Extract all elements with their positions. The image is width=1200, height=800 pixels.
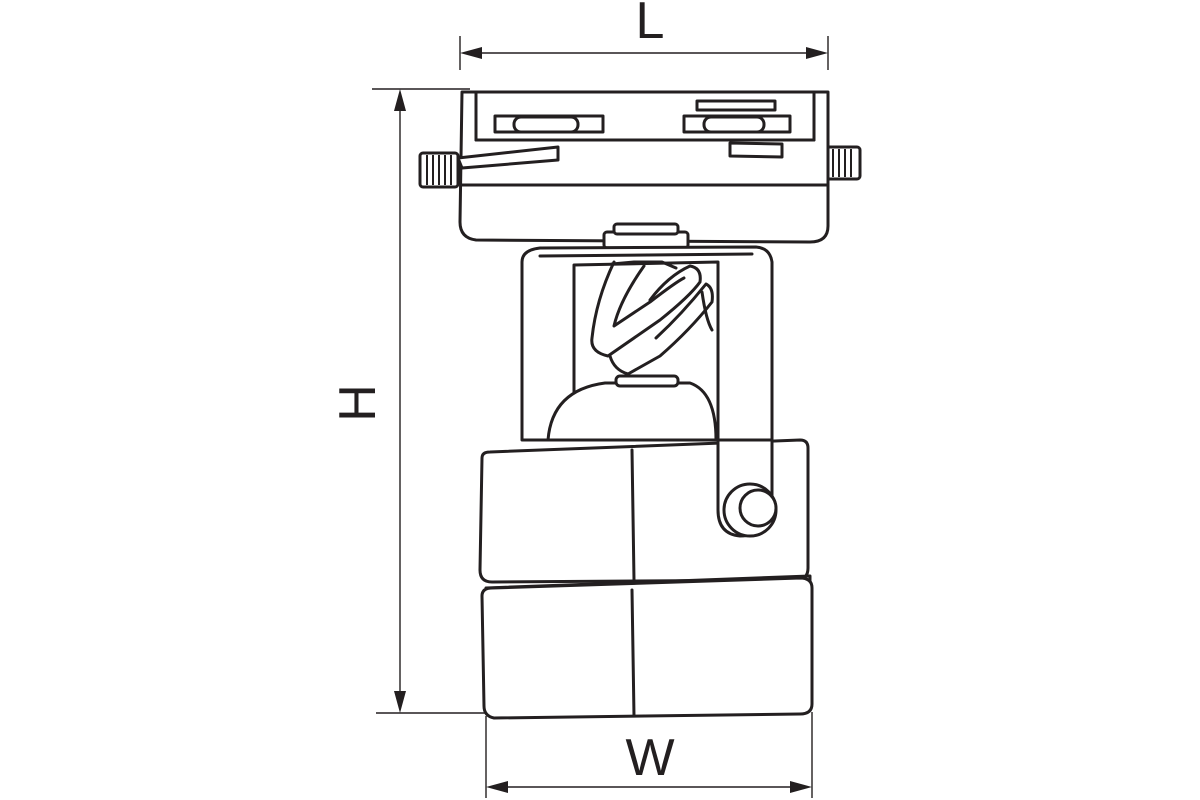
spiral-tube-top [610,260,678,270]
left-knob [418,151,460,189]
arrowhead-top [394,89,406,111]
height-label: H [329,384,387,422]
stem [602,222,690,250]
arrowhead-left [486,781,508,793]
lever-left [456,145,560,170]
width-label: W [625,729,674,787]
indicator-slot [695,99,777,112]
dimension-width: W [485,712,813,798]
head-upper [478,438,810,584]
lever-right [728,141,784,159]
lamp [546,260,718,442]
arrowhead-right [806,47,828,59]
right-knob [824,145,862,181]
track-adapter [418,90,862,244]
dimension-length: L [459,0,829,70]
length-label: L [636,0,665,50]
arrowhead-right [790,781,812,793]
head-lower [480,576,814,720]
dimension-height: H [329,88,524,714]
arrowhead-left [460,47,482,59]
arrowhead-bottom [394,691,406,713]
yoke-bracket [520,245,774,442]
